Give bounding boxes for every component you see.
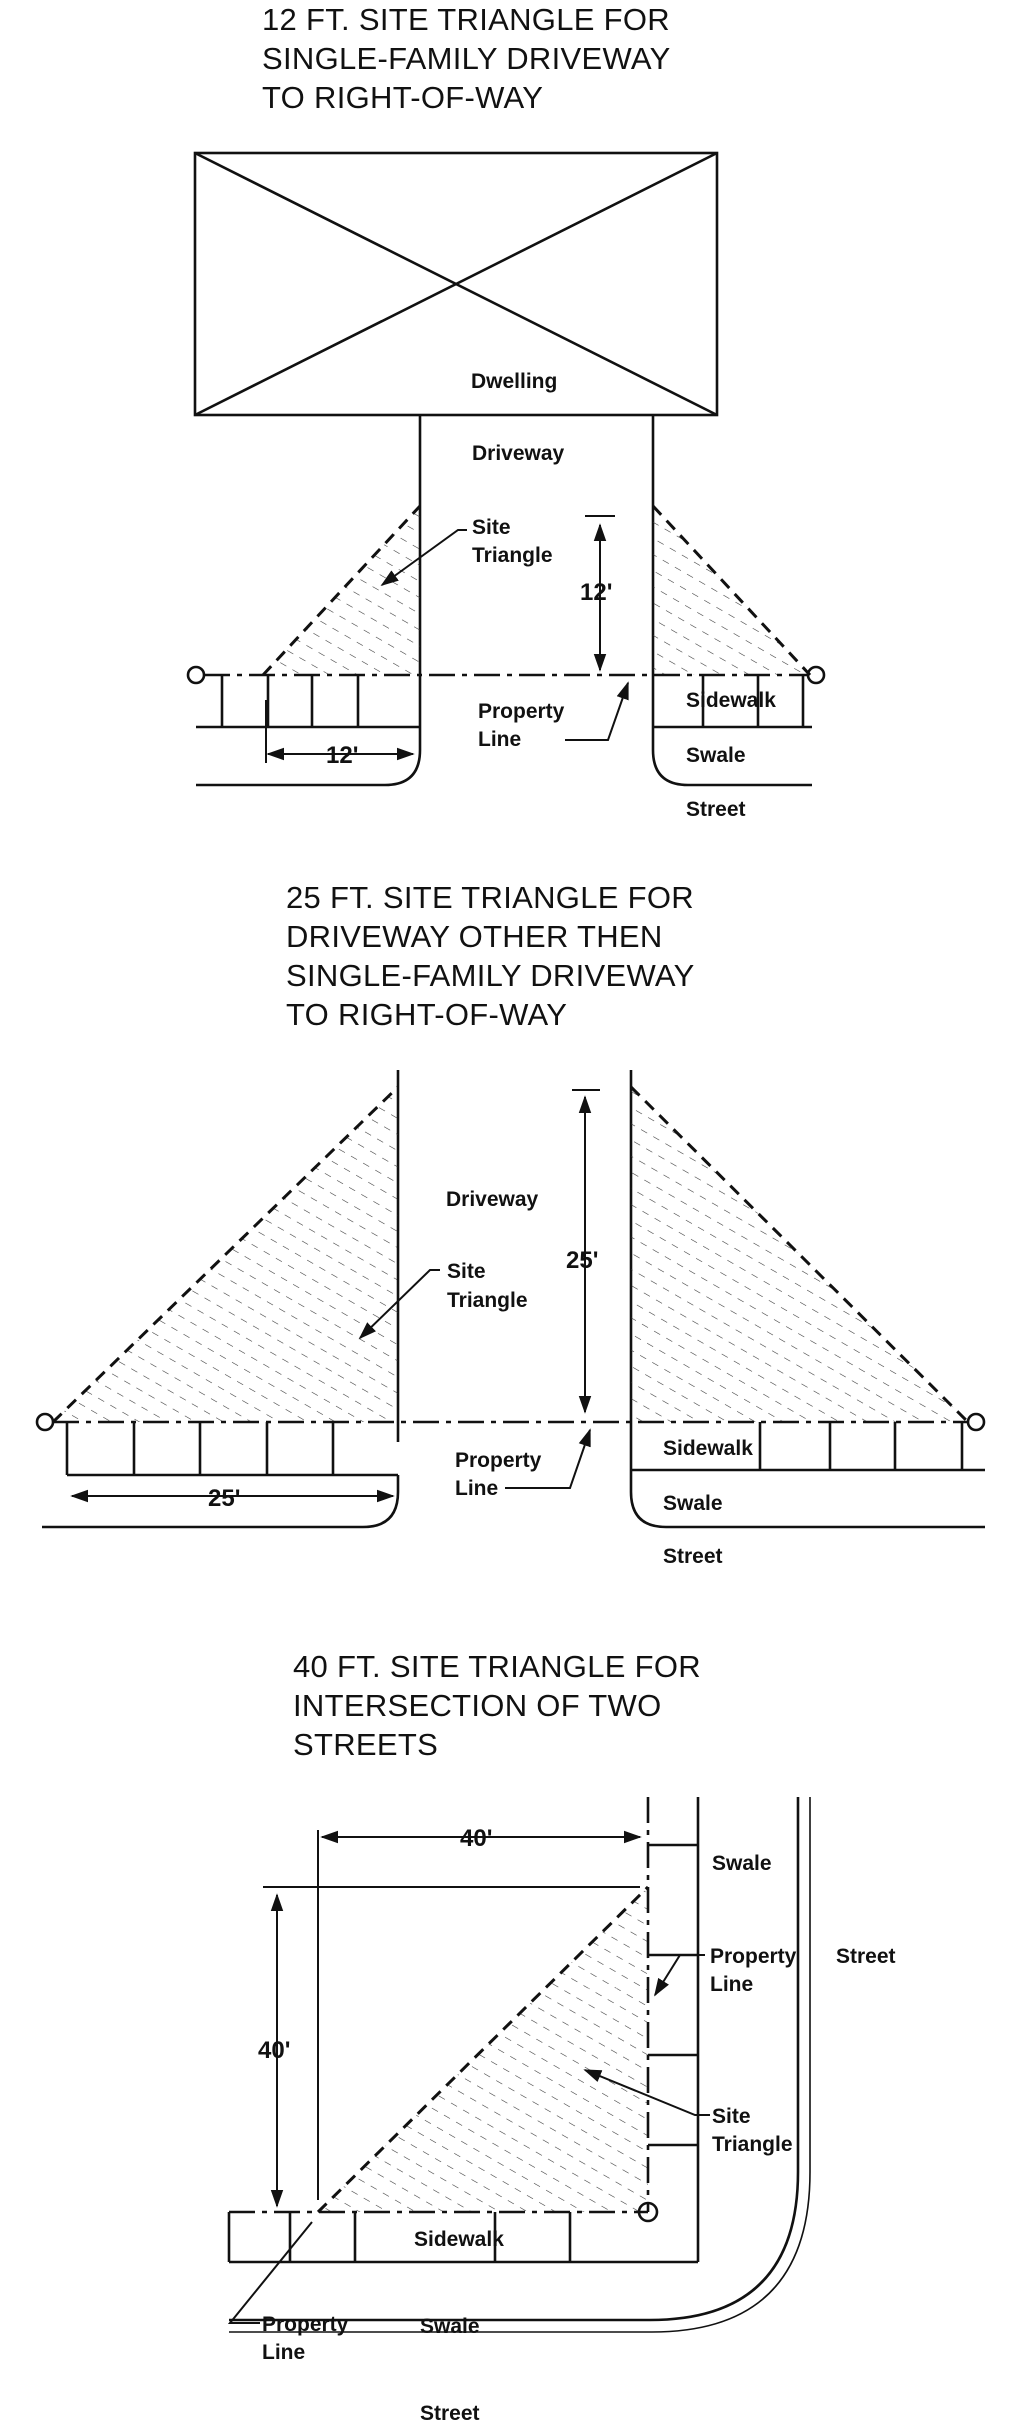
sidewalk-label: Sidewalk (663, 1437, 753, 1460)
sidewalk-label: Sidewalk (414, 2228, 504, 2251)
triangle-label: Triangle (472, 544, 553, 567)
title-line: SINGLE-FAMILY DRIVEWAY (262, 41, 671, 76)
curb-right (629, 1470, 985, 1529)
triangle-hyp-left (51, 1085, 400, 1424)
diagram3-labels: 40' 40' Swale Property Line Street Site … (258, 1825, 896, 2425)
line-label: Line (455, 1477, 498, 1500)
diagram1 (186, 151, 826, 787)
dwelling-label: Dwelling (471, 370, 557, 393)
site-triangle-right (653, 506, 810, 675)
driveway-label: Driveway (446, 1188, 539, 1211)
dim-horizontal-label: 25' (208, 1485, 240, 1512)
leader-property-line (565, 681, 629, 741)
leader-site-triangle (358, 1269, 440, 1340)
property-marker-right (966, 1412, 986, 1432)
line-label: Line (478, 728, 521, 751)
property-label-left: Property (262, 2313, 349, 2336)
site-label: Site (712, 2105, 751, 2128)
diagram2-title: 25 FT. SITE TRIANGLE FOR DRIVEWAY OTHER … (286, 878, 695, 1034)
title-line: TO RIGHT-OF-WAY (262, 80, 544, 115)
curb-left (196, 737, 422, 787)
dim-vertical-label: 12' (580, 579, 612, 606)
title-line: SINGLE-FAMILY DRIVEWAY (286, 958, 695, 993)
curb-inner (229, 1797, 811, 2333)
property-label-right: Property (710, 1945, 797, 1968)
line-label-right: Line (710, 1973, 753, 1996)
driveway-label: Driveway (472, 442, 565, 465)
dwelling-box (193, 151, 719, 417)
site-triangle-left (263, 506, 420, 675)
diagram3 (227, 1797, 811, 2333)
diagram2-labels: Driveway Site Triangle 25' 25' Property … (208, 1188, 753, 1568)
dim-horizontal-label: 40' (460, 1825, 492, 1852)
title-line: 12 FT. SITE TRIANGLE FOR (262, 2, 670, 37)
title-line: 25 FT. SITE TRIANGLE FOR (286, 880, 694, 915)
title-line: INTERSECTION OF TWO (293, 1688, 662, 1723)
triangle-hyp (316, 1885, 650, 2214)
triangle-label: Triangle (712, 2133, 793, 2156)
title-line: TO RIGHT-OF-WAY (286, 997, 568, 1032)
line-label-left: Line (262, 2341, 305, 2364)
site-label: Site (472, 516, 511, 539)
curb-left (42, 1475, 400, 1529)
diagram1-labels: Dwelling Driveway Site Triangle 12' 12' … (326, 370, 776, 821)
street-label: Street (686, 798, 746, 821)
property-marker-left (186, 665, 206, 685)
curb-right (651, 727, 812, 787)
swale-bottom-label: Swale (420, 2315, 480, 2338)
swale-label: Swale (663, 1492, 723, 1515)
title-line: STREETS (293, 1727, 439, 1762)
property-marker-left (35, 1412, 55, 1432)
triangle-label: Triangle (447, 1289, 528, 1312)
dwelling-cross-b (194, 151, 718, 417)
curb (229, 1797, 800, 2322)
title-line: DRIVEWAY OTHER THEN (286, 919, 663, 954)
dim-horizontal-label: 12' (326, 742, 358, 769)
title-line: 40 FT. SITE TRIANGLE FOR (293, 1649, 701, 1684)
corner-marker (637, 2201, 659, 2223)
leader-site-triangle (380, 529, 467, 587)
sidewalk-label: Sidewalk (686, 689, 776, 712)
street-right-label: Street (836, 1945, 896, 1968)
site-triangle-right (631, 1087, 968, 1422)
diagram3-title: 40 FT. SITE TRIANGLE FOR INTERSECTION OF… (293, 1647, 701, 1764)
leader-property-line-left (227, 2221, 313, 2324)
property-label: Property (478, 700, 565, 723)
street-bottom-label: Street (420, 2402, 480, 2425)
leader-property-line-right (654, 1954, 705, 1997)
property-marker-right (806, 665, 826, 685)
diagram1-title: 12 FT. SITE TRIANGLE FOR SINGLE-FAMILY D… (262, 0, 671, 117)
leader-property-line (505, 1428, 591, 1489)
street-label: Street (663, 1545, 723, 1568)
swale-top-label: Swale (712, 1852, 772, 1875)
swale-label: Swale (686, 744, 746, 767)
dim-vertical-label: 25' (566, 1247, 598, 1274)
diagram2 (35, 1070, 986, 1529)
property-label: Property (455, 1449, 542, 1472)
site-label: Site (447, 1260, 486, 1283)
leader-site-triangle (583, 2069, 710, 2116)
dim-vertical-label: 40' (258, 2037, 290, 2064)
